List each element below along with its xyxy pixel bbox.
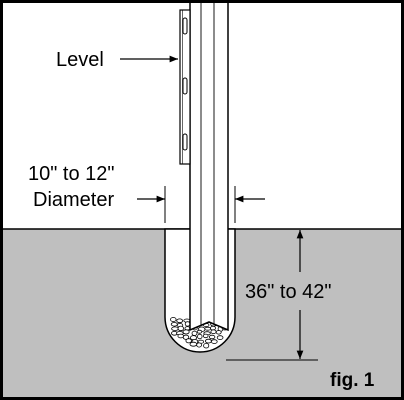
- gravel-pebble: [177, 325, 184, 332]
- figure-number-label: fig. 1: [330, 370, 375, 391]
- level-tool: [179, 9, 191, 165]
- level-vial-top: [182, 17, 188, 35]
- level-label: Level: [56, 49, 104, 71]
- post: [189, 3, 229, 332]
- gravel-pebble: [216, 335, 224, 340]
- gravel-pebble: [210, 329, 217, 335]
- gravel-pebble: [208, 334, 216, 340]
- level-vial-bottom: [182, 133, 188, 151]
- gravel-pebble: [197, 333, 203, 340]
- gravel-pebble: [202, 333, 209, 339]
- gravel-pebble: [215, 330, 222, 335]
- gravel-pebble: [211, 339, 218, 344]
- diameter-label-line2: Diameter: [33, 189, 114, 211]
- gravel-pebble: [170, 322, 178, 327]
- gravel-pebble: [203, 343, 210, 349]
- gravel-pebble: [176, 318, 184, 324]
- gravel-pebble: [177, 333, 184, 339]
- gravel-pebble: [204, 338, 212, 344]
- gravel-pebble: [196, 342, 202, 348]
- gravel-pebble: [191, 330, 198, 336]
- gravel-pebble: [196, 329, 203, 334]
- gravel-pebble: [185, 338, 192, 344]
- gravel-pebble: [170, 317, 177, 322]
- level-vial-middle: [182, 77, 188, 95]
- gravel-pebble: [189, 341, 198, 347]
- diameter-label-line1: 10" to 12": [28, 163, 114, 185]
- gravel-base: [170, 317, 229, 349]
- gravel-pebble: [204, 326, 212, 331]
- gravel-pebble: [182, 329, 190, 335]
- depth-label: 36" to 42": [245, 281, 331, 303]
- gravel-pebble: [171, 326, 179, 331]
